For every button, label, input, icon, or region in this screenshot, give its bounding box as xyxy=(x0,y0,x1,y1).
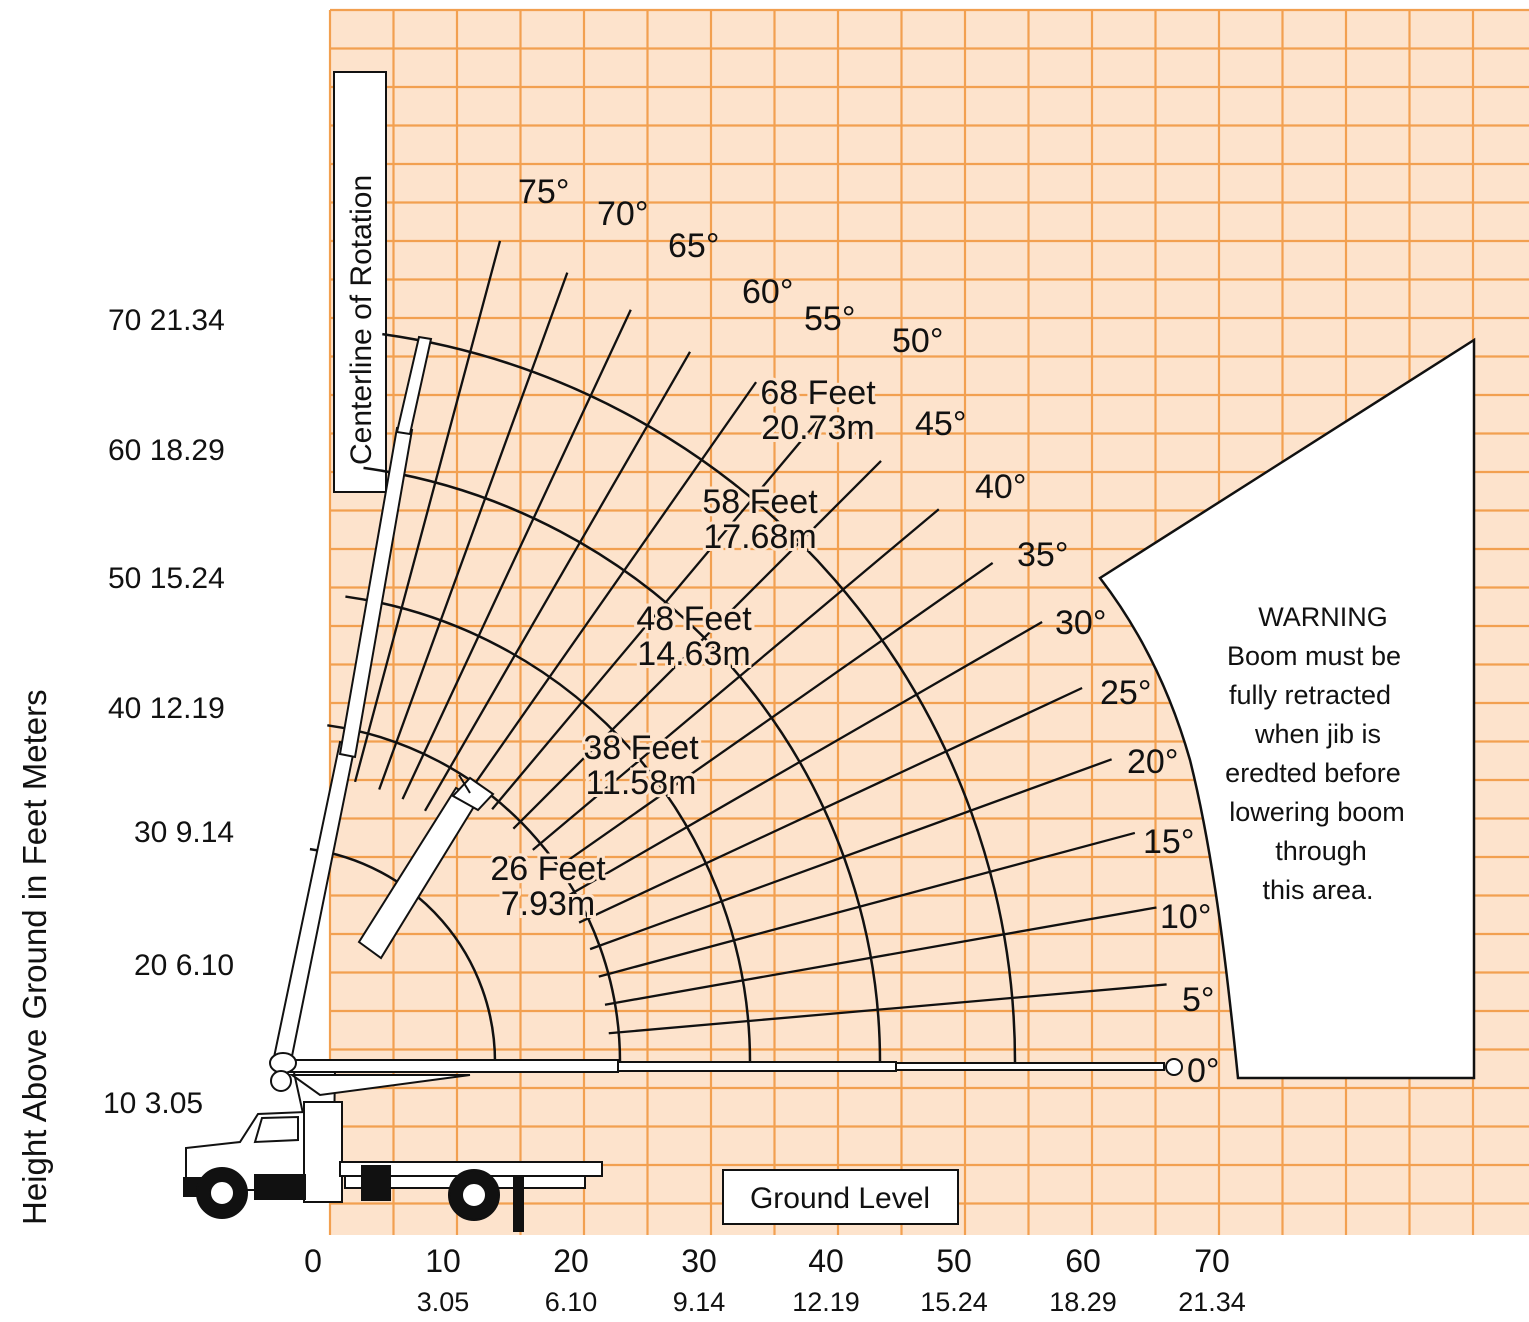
warning-line: fully retracted xyxy=(1229,680,1391,710)
radius-arc xyxy=(309,847,497,1063)
angle-label: 0° xyxy=(1187,1052,1220,1090)
boom-horizontal xyxy=(269,1052,1183,1097)
y-tick-label: 40 12.19 xyxy=(108,692,225,725)
angle-line xyxy=(578,686,1083,924)
radius-feet: 26 Feet xyxy=(490,850,606,888)
angle-line xyxy=(604,906,1157,1006)
angle-label: 30° xyxy=(1055,604,1106,642)
x-tick-meters: 12.19 xyxy=(792,1287,860,1317)
centerline-label-box: Centerline of Rotation xyxy=(333,71,387,493)
x-tick-meters: 15.24 xyxy=(920,1287,988,1317)
x-axis-ticks: 0 10 3.05 20 6.10 30 9.14 40 12.19 50 15.24 60 18.29… xyxy=(304,1243,1246,1317)
angle-line xyxy=(608,983,1167,1035)
radius-arc xyxy=(363,466,882,1063)
radius-arc xyxy=(382,332,1017,1063)
jib xyxy=(357,774,495,960)
x-tick-label: 10 xyxy=(425,1243,461,1279)
angle-labels: 75° 70° 65° 60° 55° 50° 45°40° 35° 30° 25° 20° 15° 1… xyxy=(518,173,1220,1090)
y-axis-title: Height Above Ground in Feet Meters xyxy=(16,689,53,1225)
angle-label: 40° xyxy=(975,468,1026,506)
x-tick-label: 0 xyxy=(304,1243,322,1279)
warning-panel: WARNING Boom must be fully retracted when j… xyxy=(1098,337,1476,1080)
angle-label: 10° xyxy=(1160,898,1211,936)
angle-label: 5° xyxy=(1182,981,1215,1019)
angle-lines xyxy=(353,240,1167,1035)
angle-label: 20° xyxy=(1127,743,1178,781)
angle-line xyxy=(378,272,569,790)
angle-line xyxy=(353,240,502,783)
warning-line: this area. xyxy=(1262,875,1373,905)
warning-line: lowering boom xyxy=(1229,797,1405,827)
angle-label: 70° xyxy=(597,195,648,233)
angle-line xyxy=(532,508,940,851)
y-axis-ticks: 70 21.34 60 18.29 50 15.24 40 12.19 30 9.14 2… xyxy=(103,304,234,1120)
centerline-label: Centerline of Rotation xyxy=(345,175,378,465)
x-tick-meters: 21.34 xyxy=(1178,1287,1246,1317)
warning-line: WARNING xyxy=(1258,602,1388,632)
radius-meters: 20.73m xyxy=(761,409,874,447)
x-tick-label: 70 xyxy=(1194,1243,1230,1279)
radius-feet: 58 Feet xyxy=(702,483,818,521)
angle-label: 65° xyxy=(668,227,719,265)
angle-label: 45° xyxy=(915,405,966,443)
x-tick-label: 40 xyxy=(808,1243,844,1279)
x-tick-label: 30 xyxy=(681,1243,717,1279)
angle-label: 15° xyxy=(1143,823,1194,861)
angle-line xyxy=(549,562,994,874)
angle-line xyxy=(589,758,1113,951)
angle-line xyxy=(424,351,691,812)
radius-meters: 14.63m xyxy=(637,635,750,673)
radius-feet: 38 Feet xyxy=(583,729,699,767)
angle-label: 50° xyxy=(892,322,943,360)
x-tick-label: 50 xyxy=(936,1243,972,1279)
ground-level-box: Ground Level xyxy=(722,1169,959,1225)
warning-text: WARNING Boom must be fully retracted when j… xyxy=(1225,602,1405,905)
radius-meters: 11.58m xyxy=(586,764,697,802)
x-tick-meters: 6.10 xyxy=(545,1287,598,1317)
x-tick-meters: 3.05 xyxy=(417,1287,470,1317)
radius-arcs xyxy=(309,332,1017,1063)
x-tick-meters: 9.14 xyxy=(673,1287,726,1317)
radius-meters: 17.68m xyxy=(703,518,816,556)
warning-line: eredted before xyxy=(1225,758,1401,788)
truck-icon xyxy=(183,1101,603,1232)
y-tick-label: 70 21.34 xyxy=(108,304,225,337)
angle-line xyxy=(512,460,882,830)
angle-label: 25° xyxy=(1100,674,1151,712)
warning-line: when jib is xyxy=(1254,719,1381,749)
warning-line: Boom must be xyxy=(1227,641,1401,671)
angle-line xyxy=(491,417,821,810)
y-tick-label: 30 9.14 xyxy=(134,816,234,849)
angle-line xyxy=(598,831,1136,978)
y-tick-label: 10 3.05 xyxy=(103,1087,203,1120)
radius-arc xyxy=(345,595,752,1063)
x-tick-label: 60 xyxy=(1065,1243,1101,1279)
angle-line xyxy=(401,309,632,800)
angle-label: 35° xyxy=(1017,536,1068,574)
radius-feet: 48 Feet xyxy=(636,600,752,638)
angle-line xyxy=(565,621,1043,898)
y-tick-label: 60 18.29 xyxy=(108,434,225,467)
radius-feet: 68 Feet xyxy=(760,374,876,412)
angle-label: 75° xyxy=(518,173,569,211)
radius-meters: 7.93m xyxy=(501,885,596,923)
ground-level-label: Ground Level xyxy=(750,1182,930,1215)
y-tick-label: 50 15.24 xyxy=(108,562,225,595)
y-tick-label: 20 6.10 xyxy=(134,949,234,982)
angle-label: 60° xyxy=(742,273,793,311)
angle-line xyxy=(445,381,758,826)
warning-line: through xyxy=(1275,836,1367,866)
angle-label: 55° xyxy=(804,300,855,338)
x-tick-label: 20 xyxy=(553,1243,589,1279)
x-tick-meters: 18.29 xyxy=(1049,1287,1117,1317)
